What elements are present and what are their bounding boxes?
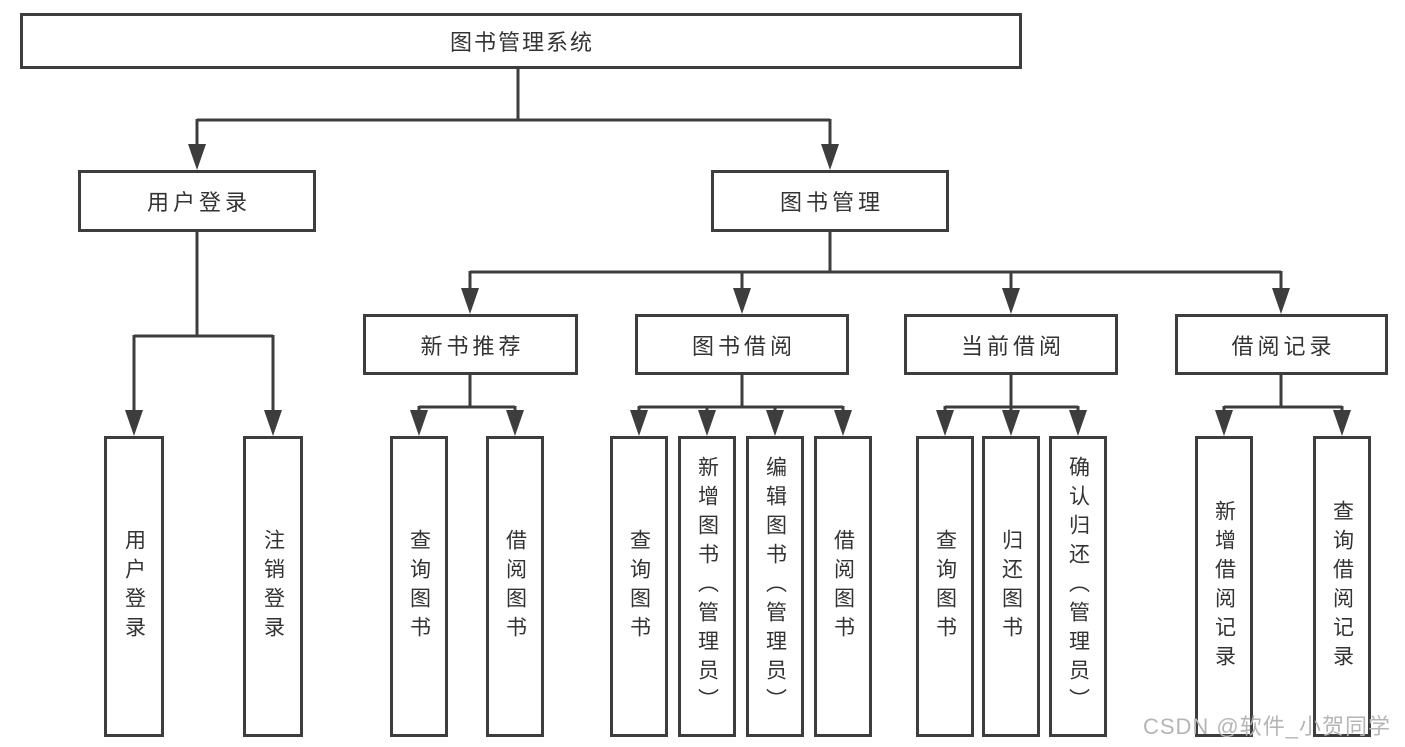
csdn-watermark: CSDN @软件_小贺同学 bbox=[1142, 714, 1391, 739]
connector-current-borrow-to-leaves bbox=[936, 375, 1087, 436]
leaf-user-login: 用户登录 bbox=[104, 436, 164, 737]
node-borrow-records-label: 借阅记录 bbox=[1231, 333, 1336, 359]
node-current-borrow: 当前借阅 bbox=[904, 314, 1118, 375]
leaf-current-confirm: 确认归还（管理员） bbox=[1049, 436, 1107, 737]
leaf-newbooks-borrow-label: 借阅图书 bbox=[503, 528, 527, 645]
leaf-records-query-label: 查询借阅记录 bbox=[1330, 499, 1354, 674]
leaf-newbooks-query-label: 查询图书 bbox=[407, 528, 431, 645]
leaf-borrow-add: 新增图书（管理员） bbox=[678, 436, 736, 737]
node-user-login-label: 用户登录 bbox=[146, 190, 251, 215]
connector-user-login-to-leaves bbox=[125, 232, 282, 436]
leaf-logout-label: 注销登录 bbox=[261, 528, 285, 645]
leaf-borrow-query: 查询图书 bbox=[610, 436, 668, 737]
leaf-borrow-edit: 编辑图书（管理员） bbox=[746, 436, 804, 737]
leaf-newbooks-borrow: 借阅图书 bbox=[486, 436, 544, 737]
node-book-borrow: 图书借阅 bbox=[635, 314, 849, 375]
leaf-current-confirm-label: 确认归还（管理员） bbox=[1066, 456, 1090, 717]
connector-borrow-records-to-leaves bbox=[1215, 375, 1351, 436]
node-book-mgmt: 图书管理 bbox=[711, 170, 949, 232]
leaf-current-query-label: 查询图书 bbox=[933, 528, 957, 645]
node-root-label: 图书管理系统 bbox=[449, 30, 594, 55]
leaf-current-query: 查询图书 bbox=[916, 436, 974, 737]
leaf-borrow-borrow: 借阅图书 bbox=[814, 436, 872, 737]
leaf-newbooks-query: 查询图书 bbox=[390, 436, 448, 737]
leaf-current-return-label: 归还图书 bbox=[999, 528, 1023, 645]
node-new-books-label: 新书推荐 bbox=[420, 333, 525, 359]
leaf-records-add-label: 新增借阅记录 bbox=[1212, 499, 1236, 674]
node-root: 图书管理系统 bbox=[20, 13, 1022, 69]
node-new-books: 新书推荐 bbox=[363, 314, 578, 375]
node-borrow-records: 借阅记录 bbox=[1175, 314, 1388, 375]
node-book-mgmt-label: 图书管理 bbox=[779, 190, 884, 215]
leaf-borrow-query-label: 查询图书 bbox=[627, 528, 651, 645]
connector-new-books-to-leaves bbox=[410, 375, 524, 436]
connector-root-to-level2 bbox=[188, 69, 839, 170]
leaf-logout: 注销登录 bbox=[243, 436, 303, 737]
leaf-borrow-edit-label: 编辑图书（管理员） bbox=[763, 456, 787, 717]
connector-book-mgmt-to-level3 bbox=[461, 232, 1290, 314]
connector-book-borrow-to-leaves bbox=[630, 375, 852, 436]
leaf-borrow-add-label: 新增图书（管理员） bbox=[695, 456, 719, 717]
leaf-user-login-label: 用户登录 bbox=[122, 528, 146, 645]
leaf-records-add: 新增借阅记录 bbox=[1195, 436, 1253, 737]
node-book-borrow-label: 图书借阅 bbox=[691, 333, 796, 359]
node-current-borrow-label: 当前借阅 bbox=[960, 333, 1065, 359]
node-user-login: 用户登录 bbox=[78, 170, 316, 232]
leaf-borrow-borrow-label: 借阅图书 bbox=[831, 528, 855, 645]
leaf-records-query: 查询借阅记录 bbox=[1313, 436, 1371, 737]
leaf-current-return: 归还图书 bbox=[982, 436, 1040, 737]
